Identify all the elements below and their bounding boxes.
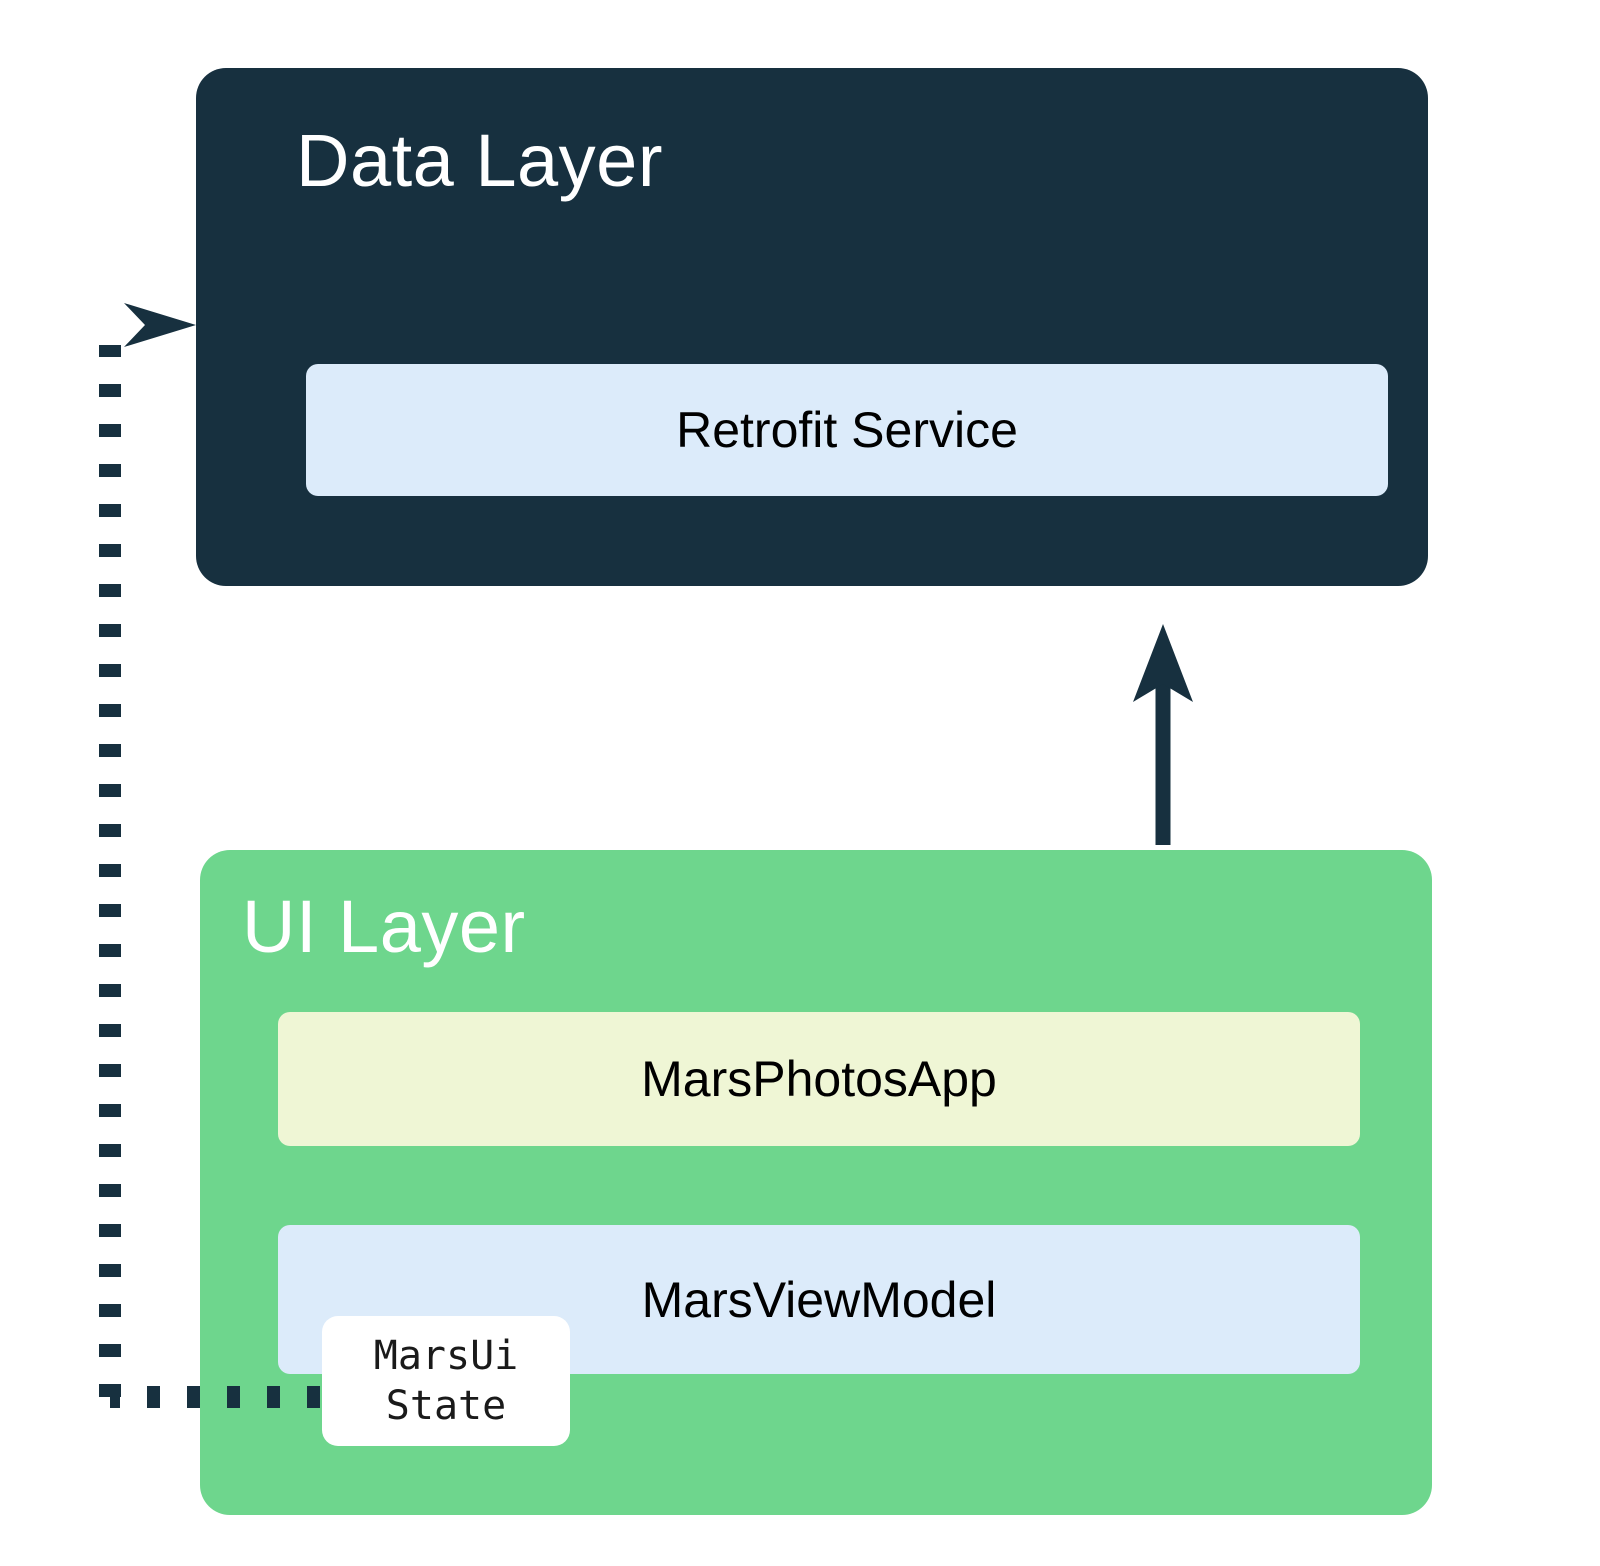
retrofit-service-label: Retrofit Service <box>676 402 1018 458</box>
ui-layer-title: UI Layer <box>242 885 526 968</box>
mars-view-model-label: MarsViewModel <box>641 1271 997 1328</box>
mars-photos-app-label: MarsPhotosApp <box>641 1051 997 1107</box>
mars-photos-app-box: MarsPhotosApp <box>278 1012 1360 1146</box>
data-layer-title: Data Layer <box>296 119 663 202</box>
retrofit-service-box: Retrofit Service <box>306 364 1388 496</box>
ui-to-data-arrow <box>1133 624 1193 845</box>
data-layer-container: Data Layer Retrofit Service <box>196 68 1428 586</box>
mars-ui-state-label-line1: MarsUi <box>373 1333 519 1379</box>
mars-ui-state-label-line2: State <box>385 1383 507 1429</box>
mars-ui-state-callout: MarsUi State <box>322 1316 570 1446</box>
